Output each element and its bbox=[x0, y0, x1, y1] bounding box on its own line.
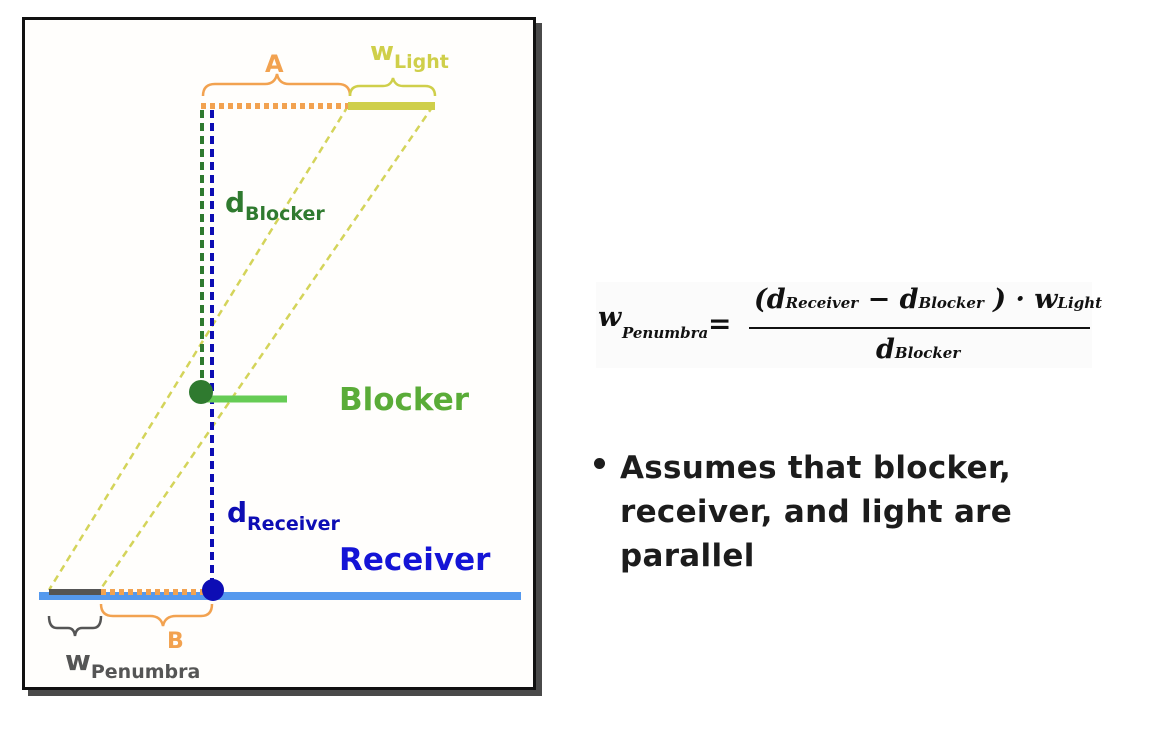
label-d-blocker: dBlocker bbox=[225, 186, 325, 225]
label-blocker: Blocker bbox=[339, 382, 470, 418]
w-penumbra-base: w bbox=[65, 644, 91, 677]
w-penumbra-sub: Penumbra bbox=[91, 661, 200, 683]
blocker-point bbox=[189, 380, 213, 404]
num-close: ) · w bbox=[983, 284, 1058, 315]
projection-line-1 bbox=[47, 105, 350, 591]
formula-denominator: dBlocker bbox=[876, 334, 960, 365]
d-receiver-base: d bbox=[227, 496, 247, 529]
num-minus: − d bbox=[858, 284, 919, 315]
den-base: d bbox=[876, 334, 895, 365]
label-w-penumbra: wPenumbra bbox=[65, 644, 200, 683]
d-receiver-sub: Receiver bbox=[247, 513, 340, 535]
brace-a bbox=[201, 73, 352, 97]
formula-lhs: w bbox=[598, 302, 622, 333]
num-sub-receiver: Receiver bbox=[785, 294, 859, 312]
bullet-text: Assumes that blocker, receiver, and ligh… bbox=[620, 446, 1100, 578]
diagram-panel: A wLight dBlocker Blocker dReceiver Rece… bbox=[22, 17, 536, 690]
brace-b bbox=[99, 603, 214, 627]
formula-equals: = bbox=[708, 307, 732, 340]
num-sub-blocker: Blocker bbox=[918, 294, 984, 312]
label-b: B bbox=[167, 629, 184, 654]
receiver-point bbox=[202, 579, 224, 601]
penumbra-diagram: A wLight dBlocker Blocker dReceiver Rece… bbox=[39, 37, 521, 683]
bullet-line-2: receiver, and light are bbox=[620, 494, 1013, 530]
label-d-receiver: dReceiver bbox=[227, 496, 340, 535]
brace-w-light bbox=[348, 77, 437, 97]
d-blocker-base: d bbox=[225, 186, 245, 219]
bullet-dot bbox=[594, 458, 605, 469]
bullet-line-3: parallel bbox=[620, 538, 755, 574]
w-light-base: w bbox=[370, 37, 394, 67]
fraction-bar bbox=[749, 327, 1090, 329]
num-open: (d bbox=[754, 284, 786, 315]
d-blocker-sub: Blocker bbox=[245, 203, 325, 225]
label-w-light: wLight bbox=[370, 37, 449, 73]
num-sub-light: Light bbox=[1057, 294, 1103, 312]
label-receiver: Receiver bbox=[339, 542, 491, 578]
bullet-line-1: Assumes that blocker, bbox=[620, 450, 1012, 486]
w-light-sub: Light bbox=[394, 51, 449, 73]
label-a: A bbox=[265, 50, 284, 78]
den-sub: Blocker bbox=[894, 344, 961, 362]
brace-w-penumbra bbox=[47, 615, 103, 637]
projection-line-2 bbox=[98, 105, 435, 591]
formula-lhs-sub: Penumbra bbox=[622, 324, 709, 342]
formula-numerator: (dReceiver − dBlocker ) · wLight bbox=[754, 284, 1102, 315]
penumbra-formula: w Penumbra = (dReceiver − dBlocker ) · w… bbox=[596, 282, 1102, 368]
